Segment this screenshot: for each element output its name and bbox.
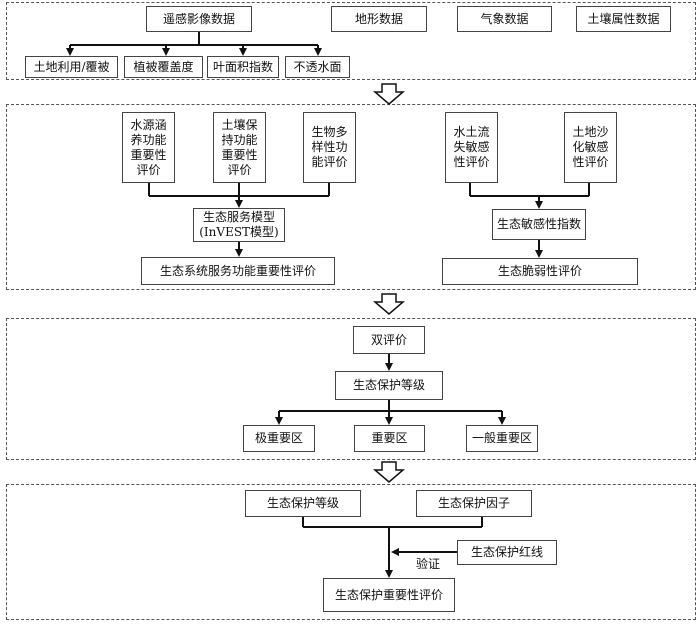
impervious-surface-box: 不透水面 — [285, 56, 350, 78]
soil-attribute-data-box: 土壤属性数据 — [576, 6, 671, 32]
land-use-cover-box: 土地利用/覆被 — [25, 56, 118, 78]
extremely-important-zone-box: 极重要区 — [243, 425, 315, 452]
leaf-area-index-box: 叶面积指数 — [207, 56, 279, 78]
panel-evaluations — [6, 104, 696, 290]
protection-level-box-2: 生态保护等级 — [245, 490, 361, 517]
important-zone-box: 重要区 — [354, 425, 425, 452]
soil-erosion-sensitivity-box: 水土流 失敏感 性评价 — [445, 112, 498, 183]
flow-arrow-2 — [372, 293, 406, 315]
soil-conservation-eval-box: 土壤保 持功能 重要性 评价 — [213, 112, 266, 183]
dual-evaluation-box: 双评价 — [353, 326, 425, 354]
terrain-data-box: 地形数据 — [331, 6, 427, 32]
climate-data-box: 气象数据 — [457, 6, 552, 32]
protection-redline-box: 生态保护红线 — [457, 540, 557, 565]
panel-data-sources — [6, 2, 696, 80]
protection-factor-box: 生态保护因子 — [416, 490, 532, 517]
water-conservation-eval-box: 水源涵 养功能 重要性 评价 — [122, 112, 175, 183]
general-important-zone-box: 一般重要区 — [466, 425, 538, 452]
desertification-sensitivity-box: 土地沙 化敏感 性评价 — [564, 112, 617, 183]
flow-arrow-3 — [372, 461, 406, 483]
invest-model-box: 生态服务模型 (InVEST模型) — [193, 208, 285, 242]
ecological-fragility-eval-box: 生态脆弱性评价 — [442, 258, 638, 285]
protection-level-box: 生态保护等级 — [335, 371, 443, 400]
panel-protection — [6, 484, 696, 620]
protection-importance-eval-box: 生态保护重要性评价 — [323, 578, 455, 612]
ecosystem-service-eval-box: 生态系统服务功能重要性评价 — [141, 257, 335, 285]
verify-label: 验证 — [416, 557, 441, 571]
ecological-sensitivity-index-box: 生态敏感性指数 — [492, 209, 586, 240]
biodiversity-eval-box: 生物多 样性功 能评价 — [303, 112, 356, 183]
remote-sensing-data-box: 遥感影像数据 — [146, 6, 252, 32]
flow-arrow-1 — [372, 83, 406, 105]
vegetation-coverage-box: 植被覆盖度 — [124, 56, 203, 78]
panel-dual-evaluation — [6, 318, 696, 460]
